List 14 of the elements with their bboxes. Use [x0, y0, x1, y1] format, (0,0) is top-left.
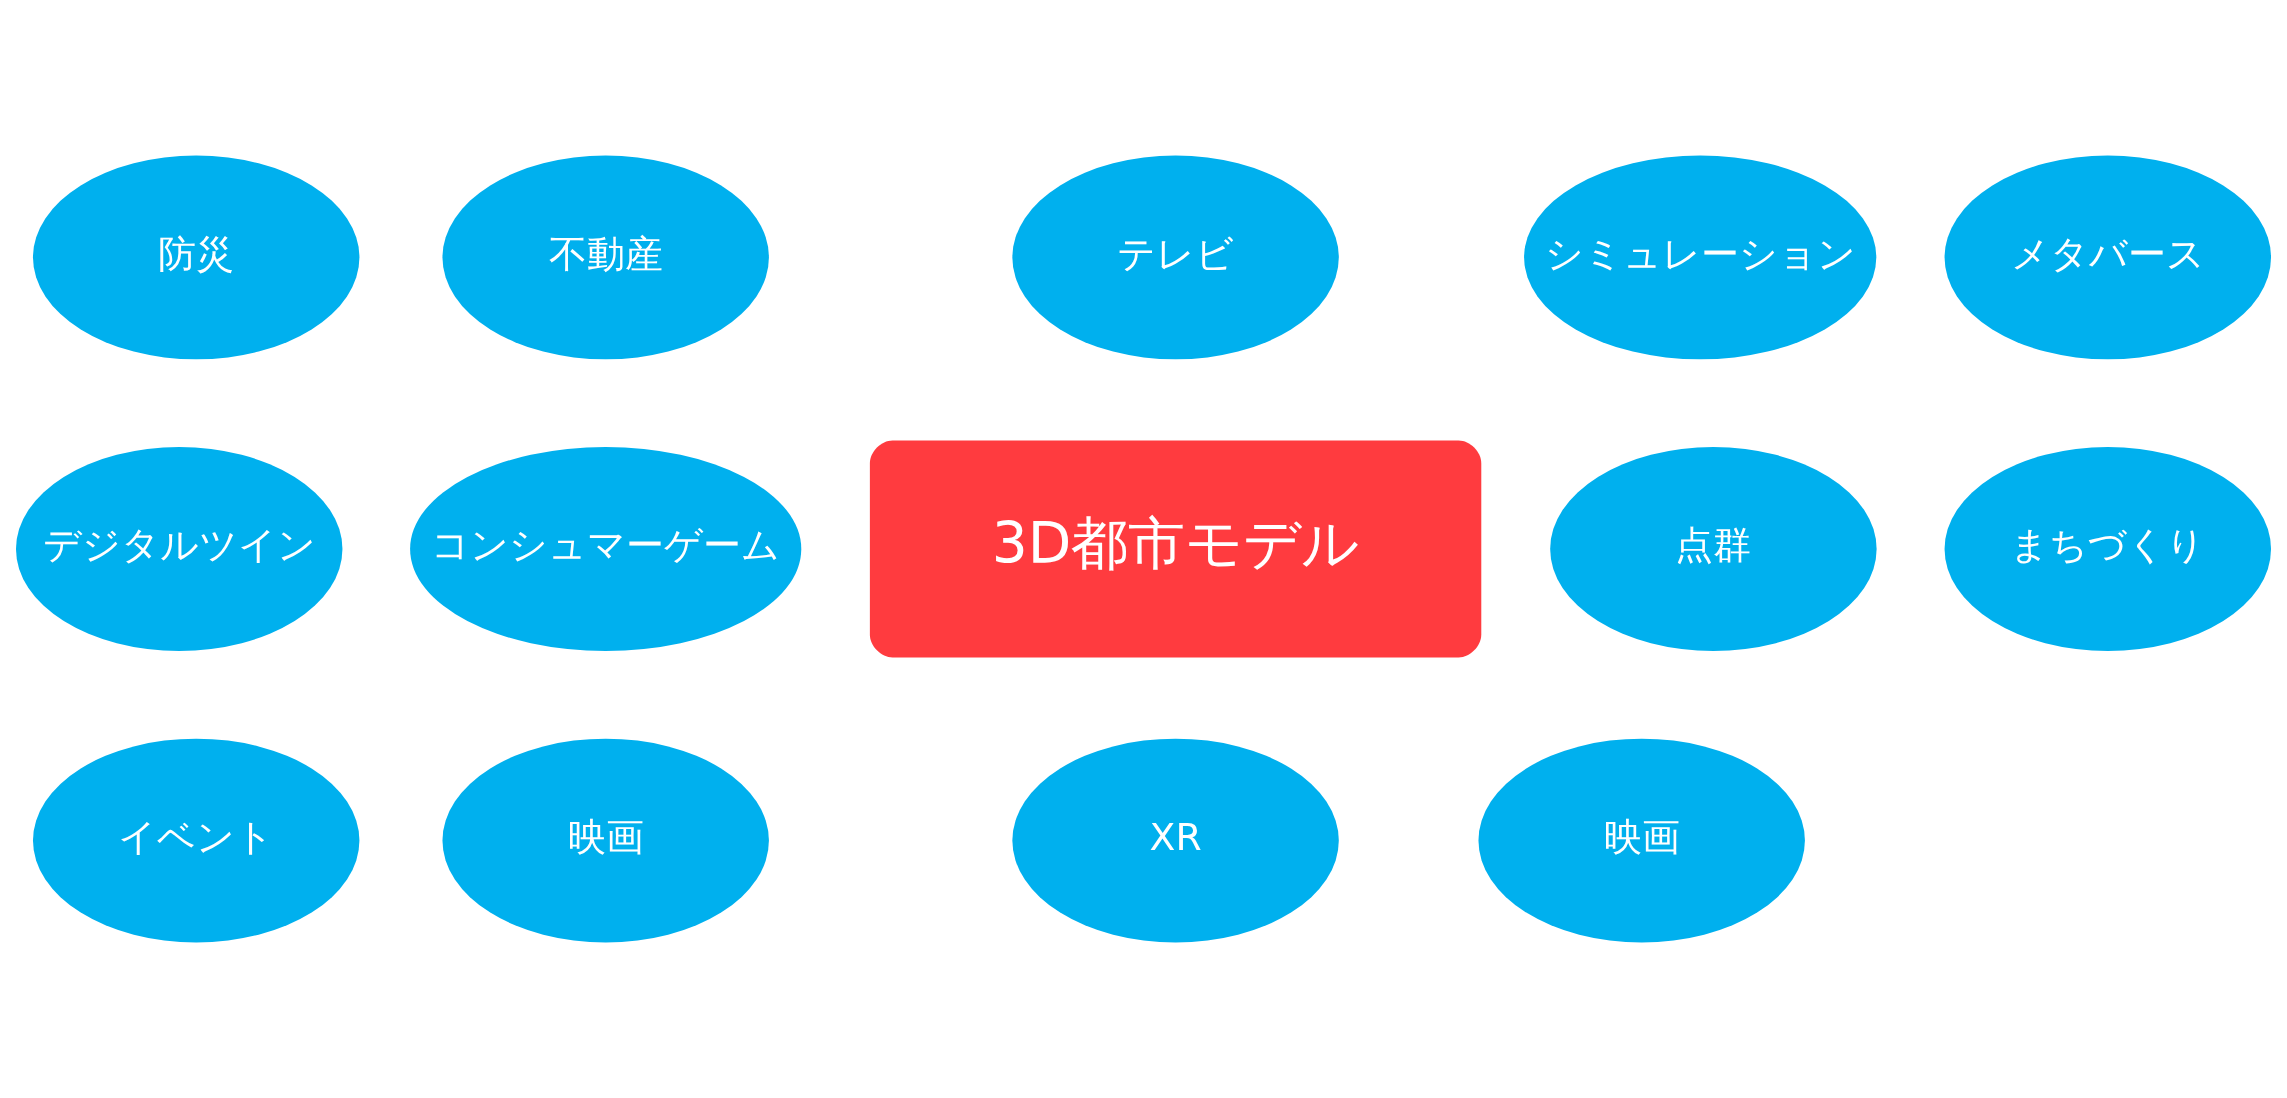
node-ellipse: 防災 — [32, 155, 360, 360]
node-ellipse: 点群 — [1550, 447, 1877, 651]
node-box: 3D都市モデル — [869, 440, 1482, 658]
node-ellipse: シミュレーション — [1524, 155, 1877, 360]
node-ellipse: デジタルツイン — [16, 447, 343, 651]
node-ellipse: コンシュマーゲーム — [410, 447, 802, 651]
node-ellipse: テレビ — [1012, 155, 1339, 360]
node-ellipse: まちづくり — [1944, 447, 2271, 651]
node-ellipse: 映画 — [1478, 738, 1805, 943]
node-ellipse: イベント — [32, 738, 360, 943]
node-ellipse: XR — [1012, 738, 1339, 943]
node-ellipse: 映画 — [442, 738, 769, 943]
node-ellipse: メタバース — [1944, 155, 2271, 360]
node-ellipse: 不動産 — [442, 155, 769, 360]
